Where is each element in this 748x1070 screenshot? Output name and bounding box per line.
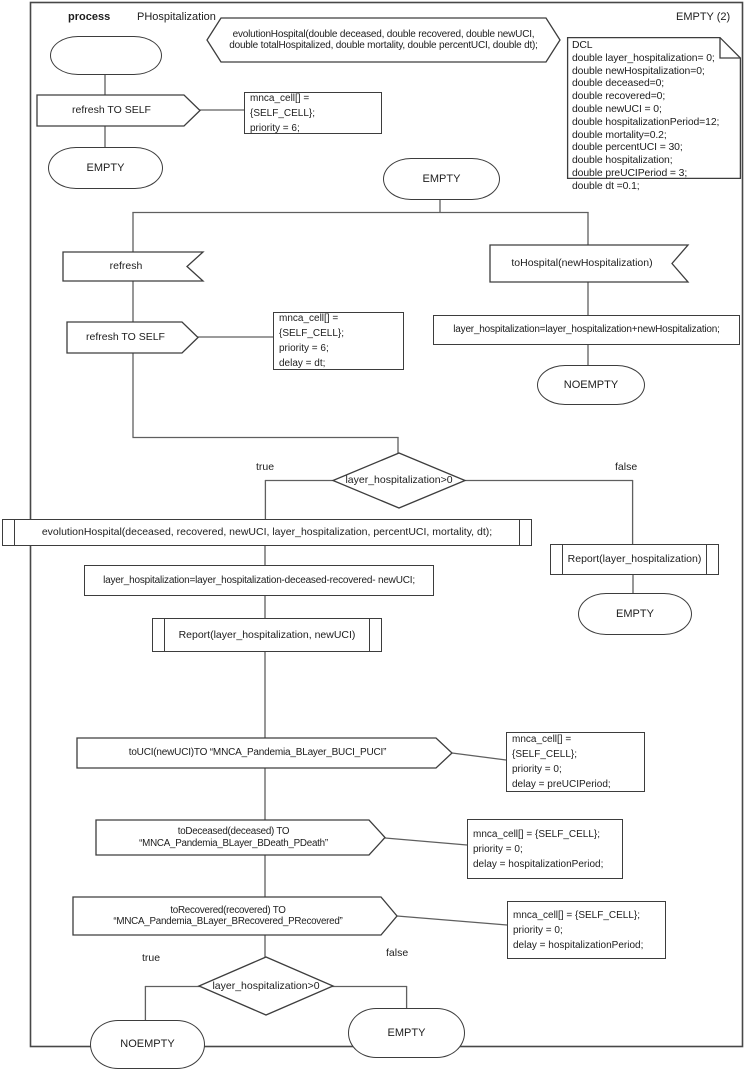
procedure-call-text: Report(layer_hospitalization) — [567, 553, 702, 566]
corner-note-label: EMPTY (2) — [676, 11, 731, 23]
comment-priority-6-delay-dt: mnca_cell[] = {SELF_CELL}; priority = 6;… — [273, 312, 404, 370]
process-keyword-label: process — [68, 11, 111, 23]
comment-delay-preuciperiod: mnca_cell[] = {SELF_CELL}; priority = 0;… — [506, 732, 645, 792]
decision-layer-hospitalization-1: layer_hospitalization>0 — [333, 453, 465, 508]
output-label: toRecovered(recovered) TO “MNCA_Pandemia… — [113, 904, 343, 927]
input-label: toHospital(newHospitalization) — [511, 257, 653, 270]
input-label: refresh — [109, 260, 143, 273]
procedure-signature-text: evolutionHospital(double deceased, doubl… — [229, 28, 538, 52]
output-label: toUCI(newUCI)TO “MNCA_Pandemia_BLayer_BU… — [128, 747, 387, 759]
procedure-call-text: Report(layer_hospitalization, newUCI) — [178, 628, 356, 641]
output-refresh-to-self-loop: refresh TO SELF — [67, 322, 198, 353]
note-outline — [567, 37, 741, 179]
output-label: refresh TO SELF — [72, 104, 151, 117]
diamond-outline — [333, 453, 465, 508]
decision1-false-label: false — [615, 461, 638, 473]
task-add-hospitalization: layer_hospitalization=layer_hospitalizat… — [433, 315, 740, 345]
state-empty-false-branch: EMPTY — [578, 593, 692, 635]
decision-condition-text: layer_hospitalization>0 — [212, 979, 320, 992]
comment-delay-hospitalizationperiod-2: mnca_cell[] = {SELF_CELL}; priority = 0;… — [507, 901, 666, 959]
procedure-call-report-single: Report(layer_hospitalization) — [550, 544, 719, 575]
state-empty-main: EMPTY — [383, 158, 500, 200]
output-label: toDeceased(deceased) TO “MNCA_Pandemia_B… — [139, 826, 328, 849]
input-to-hospital: toHospital(newHospitalization) — [490, 245, 688, 282]
output-signal-outline — [37, 95, 200, 126]
input-signal-outline — [490, 245, 688, 282]
procedure-call-report-both: Report(layer_hospitalization, newUCI) — [152, 618, 382, 652]
diamond-outline — [199, 957, 333, 1015]
input-refresh: refresh — [63, 252, 203, 281]
decision2-true-label: true — [142, 952, 161, 964]
input-signal-outline — [63, 252, 203, 281]
comment-priority-6: mnca_cell[] = {SELF_CELL}; priority = 6; — [244, 92, 382, 134]
decision1-true-label: true — [256, 461, 275, 473]
procedure-declaration-shape: evolutionHospital(double deceased, doubl… — [207, 18, 560, 62]
start-state-symbol — [50, 36, 162, 75]
output-refresh-to-self-start: refresh TO SELF — [37, 95, 200, 126]
state-empty-bottom: EMPTY — [348, 1008, 465, 1058]
dcl-declaration-note — [567, 37, 741, 179]
task-subtract-hospitalization: layer_hospitalization=layer_hospitalizat… — [84, 565, 434, 596]
output-label: refresh TO SELF — [86, 331, 165, 344]
comment-delay-hospitalizationperiod-1: mnca_cell[] = {SELF_CELL}; priority = 0;… — [467, 819, 623, 879]
procedure-call-evolution-hospital: evolutionHospital(deceased, recovered, n… — [2, 519, 532, 546]
state-noempty-bottom: NOEMPTY — [90, 1020, 205, 1069]
hexagon-outline — [207, 18, 560, 62]
decision-layer-hospitalization-2: layer_hospitalization>0 — [199, 957, 333, 1015]
output-signal-outline — [96, 820, 385, 855]
state-noempty-right: NOEMPTY — [537, 365, 645, 405]
process-name-label: PHospitalization — [137, 11, 216, 23]
output-to-recovered: toRecovered(recovered) TO “MNCA_Pandemia… — [73, 897, 397, 935]
dcl-declaration-text: DCL double layer_hospitalization= 0; dou… — [572, 40, 720, 192]
output-to-uci: toUCI(newUCI)TO “MNCA_Pandemia_BLayer_BU… — [77, 738, 452, 768]
output-to-deceased: toDeceased(deceased) TO “MNCA_Pandemia_B… — [96, 820, 385, 855]
decision-condition-text: layer_hospitalization>0 — [345, 474, 453, 487]
decision2-false-label: false — [386, 947, 409, 959]
state-empty-top-left: EMPTY — [48, 147, 163, 189]
procedure-call-text: evolutionHospital(deceased, recovered, n… — [41, 526, 493, 539]
output-signal-outline — [67, 322, 198, 353]
output-signal-outline — [73, 897, 397, 935]
output-signal-outline — [77, 738, 452, 768]
